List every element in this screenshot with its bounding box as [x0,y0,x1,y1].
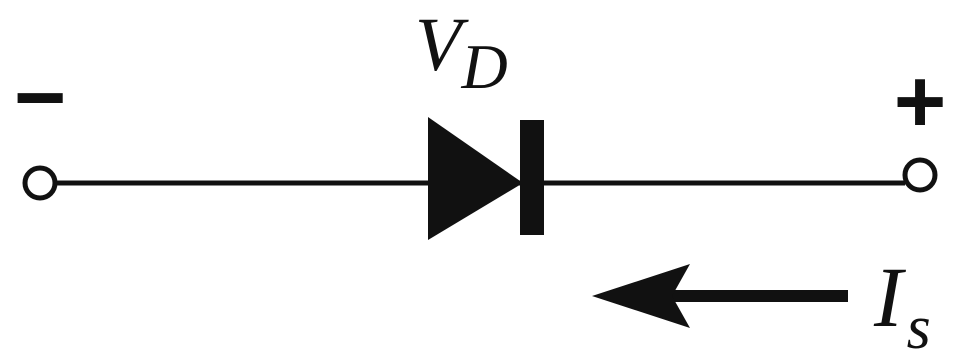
voltage-label-main: V [415,3,469,87]
voltage-label: VD [415,3,508,102]
current-label: Is [873,249,931,355]
voltage-label-subscript: D [460,31,507,102]
terminal-left [22,165,58,201]
terminal-right [902,157,938,193]
diode-cathode-bar [520,120,544,235]
current-label-main: I [873,249,906,345]
polarity-plus-label: + [894,52,947,152]
current-arrow-head [592,264,690,328]
diode-triangle [428,117,523,240]
polarity-minus-label: − [14,48,67,148]
current-label-subscript: s [907,294,931,355]
